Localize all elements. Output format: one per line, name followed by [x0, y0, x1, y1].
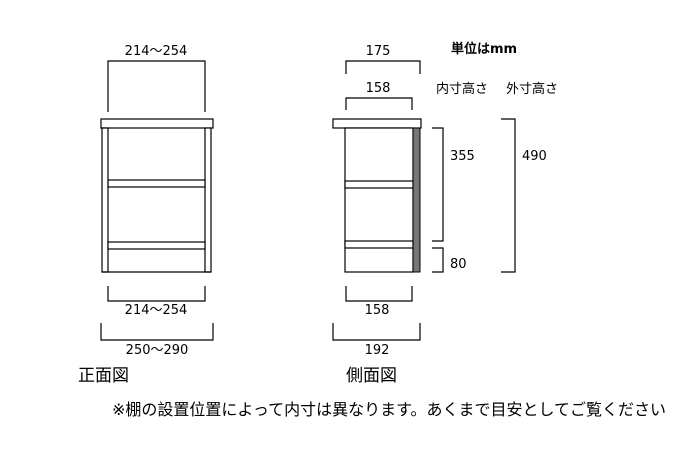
front-view-title: 正面図 — [78, 366, 129, 386]
side-inner-depth-bottom-bracket — [345, 286, 413, 302]
side-inner-depth-top-bracket — [345, 97, 413, 110]
footnote: ※棚の設置位置によって内寸は異なります。あくまで目安としてご覧ください — [112, 400, 667, 419]
side-panel-outline — [344, 127, 414, 273]
front-view-drawing — [100, 60, 214, 341]
side-top-board — [332, 118, 422, 129]
inner-upper-height-label: 355 — [450, 149, 475, 164]
side-bottom-board — [344, 240, 414, 249]
outer-height-label: 490 — [522, 149, 547, 164]
front-outer-width-label: 250～290 — [125, 343, 189, 358]
front-inner-width-label: 214～254 — [124, 303, 188, 318]
front-inner-width-bracket — [107, 286, 206, 302]
front-top-board — [100, 118, 214, 129]
side-back-panel — [412, 127, 421, 273]
side-outer-depth-label: 192 — [364, 343, 390, 358]
inner-lower-height-bracket — [432, 247, 444, 273]
inner-height-header: 内寸高さ — [436, 82, 489, 97]
outer-height-bracket — [501, 118, 516, 273]
front-outer-width-bracket — [100, 323, 214, 341]
side-inner-depth-top-label: 158 — [365, 81, 391, 96]
side-view-title: 側面図 — [346, 366, 397, 386]
front-top-width-bracket — [107, 60, 206, 112]
front-left-side-board — [101, 127, 109, 273]
height-dimension-brackets — [432, 118, 516, 273]
outer-height-header: 外寸高さ — [506, 82, 559, 97]
front-top-width-label: 214～254 — [124, 44, 188, 59]
side-top-depth-label: 175 — [365, 44, 391, 59]
side-inner-depth-bottom-label: 158 — [364, 303, 390, 318]
side-shelf — [344, 180, 414, 189]
side-view-drawing — [332, 60, 422, 341]
front-bottom-board — [107, 241, 206, 250]
inner-lower-height-label: 80 — [450, 257, 467, 272]
side-outer-depth-bracket — [332, 323, 421, 341]
inner-upper-height-bracket — [432, 127, 444, 242]
side-top-depth-bracket — [345, 60, 421, 74]
unit-note: 単位はmm — [451, 42, 518, 57]
front-shelf — [107, 179, 206, 188]
front-right-side-board — [204, 127, 212, 273]
